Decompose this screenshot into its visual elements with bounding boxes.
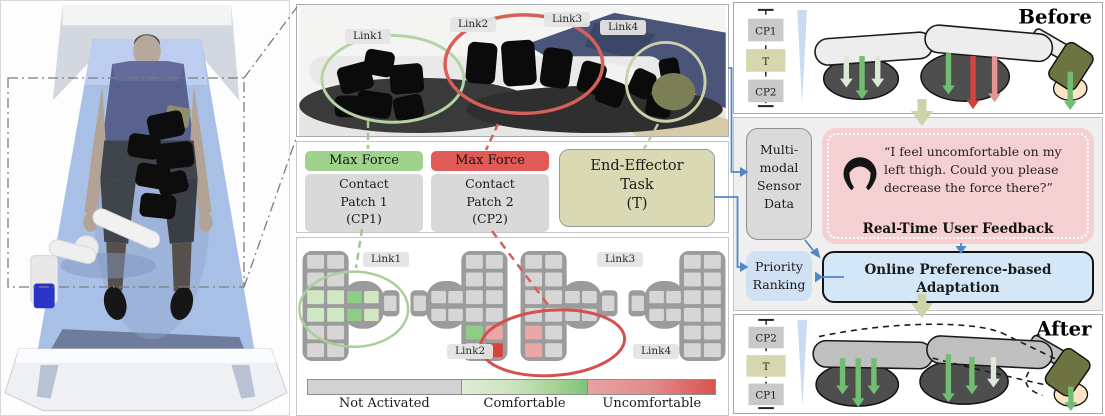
- bed-scene-panel: [0, 0, 290, 416]
- grid-link2-label: Link2: [447, 344, 494, 359]
- before-axis-cp1: CP1: [755, 25, 776, 37]
- contact-patch-1-body: Contact Patch 1 (CP1): [305, 174, 423, 232]
- contact-patch-1-box: Max Force Contact Patch 1 (CP1): [305, 151, 423, 232]
- bed-scene-illustration: [1, 1, 289, 415]
- grid-link1-label: Link1: [363, 252, 410, 267]
- photo-link2-label: Link2: [450, 17, 497, 32]
- legend-not-activated: Not Activated: [338, 396, 430, 411]
- priority-axis-after: CP2 T CP1: [746, 318, 808, 410]
- grid-link4-label: Link4: [633, 344, 680, 359]
- comfort-legend-bar: [307, 379, 716, 395]
- after-axis-cp2: CP2: [755, 332, 776, 344]
- photo-link1-label: Link1: [345, 29, 392, 44]
- robot-arm-after: [812, 323, 1091, 412]
- photo-link4-label: Link4: [600, 20, 647, 35]
- contact-patch-2-box: Max Force Contact Patch 2 (CP2): [431, 151, 549, 232]
- after-diagram: CP2 T CP1: [746, 318, 1092, 412]
- sensor-patch-link4: [628, 251, 726, 361]
- before-axis-cp2: CP2: [755, 86, 776, 98]
- robot-arm-before: [814, 24, 1094, 111]
- adaptation-box: Online Preference-based Adaptation: [822, 251, 1094, 303]
- priority-ranking-box: Priority Ranking: [746, 251, 812, 301]
- before-axis-t: T: [762, 56, 769, 68]
- before-force-arrows: [839, 53, 1077, 111]
- legend-comfortable: Comfortable: [483, 396, 566, 411]
- sensor-covers: [334, 39, 681, 121]
- contact-patch-2-body: Contact Patch 2 (CP2): [431, 174, 549, 232]
- user-face-icon: [843, 157, 877, 193]
- robot-photo-illustration: [299, 5, 728, 136]
- after-force-arrows: [836, 354, 1078, 412]
- multimodal-sensor-box: Multi- modal Sensor Data: [746, 128, 812, 240]
- robot-photo-panel: Link1 Link2 Link3 Link4: [296, 4, 729, 137]
- after-axis-cp1: CP1: [755, 389, 776, 401]
- legend-red-segment: [586, 380, 715, 394]
- legend-gray-segment: [308, 380, 462, 394]
- before-title: Before: [1018, 6, 1091, 29]
- before-diagram: CP1 T CP2 Before: [746, 6, 1094, 111]
- after-panel: CP2 T CP1: [733, 314, 1103, 414]
- end-effector-task-box: End-Effector Task (T): [559, 149, 715, 227]
- cp2-highlight-ellipse: [443, 13, 605, 116]
- dotted-border: [827, 133, 1089, 239]
- after-axis-t: T: [763, 361, 770, 373]
- right-foot: [170, 286, 194, 320]
- comfort-legend-labels: Not Activated Comfortable Uncomfortable: [307, 396, 716, 411]
- after-title: After: [1035, 318, 1092, 341]
- priority-axis-before: CP1 T CP2: [746, 8, 808, 108]
- ghost-previous-pose: [818, 323, 1067, 397]
- legend-green-segment: [461, 380, 587, 394]
- priority-triangle: [797, 9, 808, 105]
- robot-base-blue: [33, 283, 55, 309]
- end-effector-highlight-circle: [624, 40, 707, 123]
- user-feedback-box: “I feel uncomfortable on my left thigh. …: [822, 128, 1094, 244]
- priority-triangle: [797, 319, 808, 407]
- before-end-effector: [1048, 41, 1094, 91]
- cp1-highlight-ellipse: [320, 34, 466, 124]
- legend-uncomfortable: Uncomfortable: [602, 396, 702, 411]
- feedback-title: Real-Time User Feedback: [862, 221, 1054, 237]
- max-force-2-header: Max Force: [431, 151, 549, 171]
- sensor-grid-panel: Link1 Link2 Link3 Link4 Not Activated Co…: [296, 237, 729, 416]
- force-labels-panel: Max Force Contact Patch 1 (CP1) Max Forc…: [296, 141, 729, 233]
- pipeline-panel: Multi- modal Sensor Data “I feel uncomfo…: [733, 117, 1103, 311]
- photo-link3-label: Link3: [544, 12, 591, 27]
- grid-link3-label: Link3: [597, 252, 644, 267]
- after-end-effector: [1044, 347, 1091, 397]
- left-foot: [103, 286, 127, 320]
- max-force-1-header: Max Force: [305, 151, 423, 171]
- user-quote: “I feel uncomfortable on my left thigh. …: [884, 144, 1062, 195]
- before-panel: CP1 T CP2 Before: [733, 2, 1103, 114]
